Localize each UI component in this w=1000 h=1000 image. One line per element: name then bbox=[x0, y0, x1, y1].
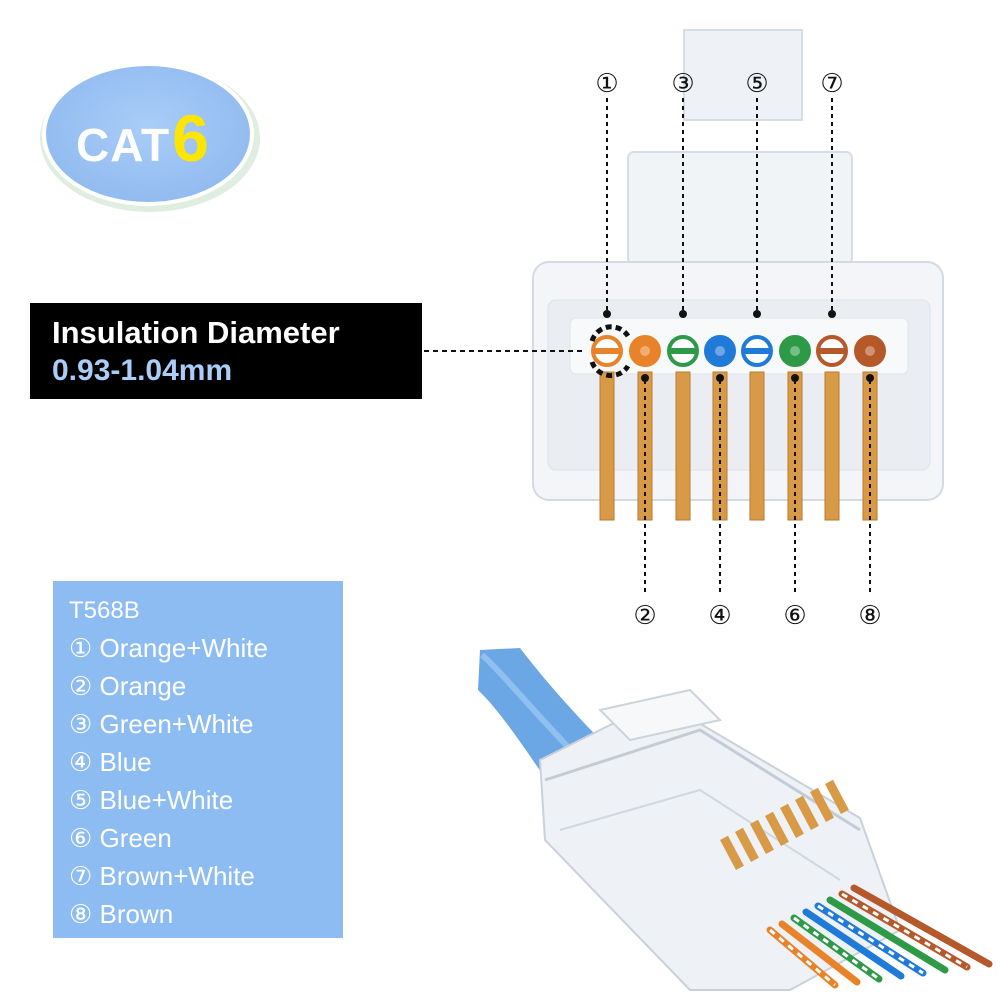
connector-front-view bbox=[532, 29, 944, 501]
cable-plug-photo bbox=[478, 648, 993, 991]
gold-contact bbox=[750, 372, 764, 520]
photo-gold-contact bbox=[809, 787, 834, 823]
gold-contact bbox=[600, 372, 614, 520]
wire-dot bbox=[629, 335, 661, 367]
pin-number-labels: ① ② ③ ④ ⑤ ⑥ ⑦ ⑧ bbox=[595, 69, 881, 631]
legend-item: ② Orange bbox=[69, 671, 187, 701]
photo-gold-contact bbox=[795, 795, 819, 831]
gold-contact-edge bbox=[675, 371, 691, 521]
photo-wire bbox=[850, 884, 993, 968]
photo-gold-contact bbox=[750, 819, 774, 855]
photo-gold-contact bbox=[825, 779, 849, 815]
leader-dot bbox=[791, 374, 799, 382]
photo-wire bbox=[778, 920, 861, 986]
photo-gold-contact bbox=[765, 811, 789, 847]
photo-gold-contact bbox=[780, 803, 804, 839]
badge-number-text: 6 bbox=[172, 101, 209, 175]
legend-item: ⑤ Blue+White bbox=[69, 785, 234, 815]
insulation-marker-arc-bottom bbox=[589, 361, 631, 379]
wire-dot bbox=[779, 335, 811, 367]
wire-dot-core bbox=[640, 346, 650, 356]
legend-item: ⑥ Green bbox=[69, 823, 172, 853]
gold-contact-edge bbox=[824, 371, 840, 521]
photo-wire-stripe bbox=[793, 916, 880, 981]
cat6-badge bbox=[40, 62, 260, 212]
legend-item: ③ Green+White bbox=[69, 709, 254, 739]
pin-label: ② bbox=[633, 601, 656, 631]
badge-cat-text: CAT bbox=[76, 119, 171, 171]
wire-dot-core bbox=[865, 346, 875, 356]
legend-item: ① Orange+White bbox=[69, 633, 268, 663]
badge-text: CAT 6 bbox=[76, 100, 236, 175]
pin-leader-lines bbox=[603, 98, 874, 596]
insulation-title: Insulation Diameter bbox=[52, 315, 340, 350]
pin-label: ④ bbox=[708, 601, 731, 631]
legend-item: ④ Blue bbox=[69, 747, 152, 777]
wire-dot bbox=[854, 335, 886, 367]
legend-item: ⑦ Brown+White bbox=[69, 861, 255, 891]
photo-gold-contact bbox=[735, 827, 759, 863]
photo-wire-stripe bbox=[841, 892, 968, 969]
wire-dot-core bbox=[715, 346, 725, 356]
photo-gold-contact bbox=[719, 835, 744, 871]
wire-stripe bbox=[745, 348, 769, 354]
gold-contact-edge bbox=[749, 371, 765, 521]
leader-dot bbox=[866, 374, 874, 382]
wire-dot-core bbox=[790, 346, 800, 356]
insulation-marker-arc-top bbox=[589, 324, 631, 342]
legend-item: ⑧ Brown bbox=[69, 899, 174, 929]
gold-contact bbox=[825, 372, 839, 520]
pin-label: ① bbox=[595, 69, 618, 99]
wire-dots bbox=[591, 335, 886, 367]
t568b-legend: T568B ① Orange+White ② Orange ③ Green+Wh… bbox=[53, 581, 343, 938]
wire-dot bbox=[704, 335, 736, 367]
leader-dot bbox=[679, 310, 687, 318]
photo-wire-stripe bbox=[769, 928, 836, 987]
photo-wire bbox=[802, 908, 905, 980]
leader-dot bbox=[641, 374, 649, 382]
pin-label: ③ bbox=[671, 69, 694, 99]
insulation-diameter-box: Insulation Diameter 0.93-1.04mm bbox=[30, 303, 422, 399]
leader-dot bbox=[828, 310, 836, 318]
wire-stripe bbox=[820, 348, 844, 354]
legend-title: T568B bbox=[69, 597, 140, 624]
pin-label: ⑤ bbox=[745, 69, 768, 99]
insulation-value: 0.93-1.04mm bbox=[52, 354, 233, 387]
wire-stripe bbox=[671, 348, 695, 354]
photo-wire bbox=[826, 896, 949, 974]
leader-dot bbox=[753, 310, 761, 318]
wire-stripe bbox=[595, 348, 619, 354]
photo-wire-stripe bbox=[817, 904, 924, 975]
leader-dot bbox=[716, 374, 724, 382]
gold-contact bbox=[676, 372, 690, 520]
pin-label: ⑦ bbox=[820, 69, 843, 99]
pin-label: ⑥ bbox=[783, 601, 806, 631]
gold-contact-edge bbox=[599, 371, 615, 521]
pin-label: ⑧ bbox=[858, 601, 881, 631]
leader-dot bbox=[603, 310, 611, 318]
